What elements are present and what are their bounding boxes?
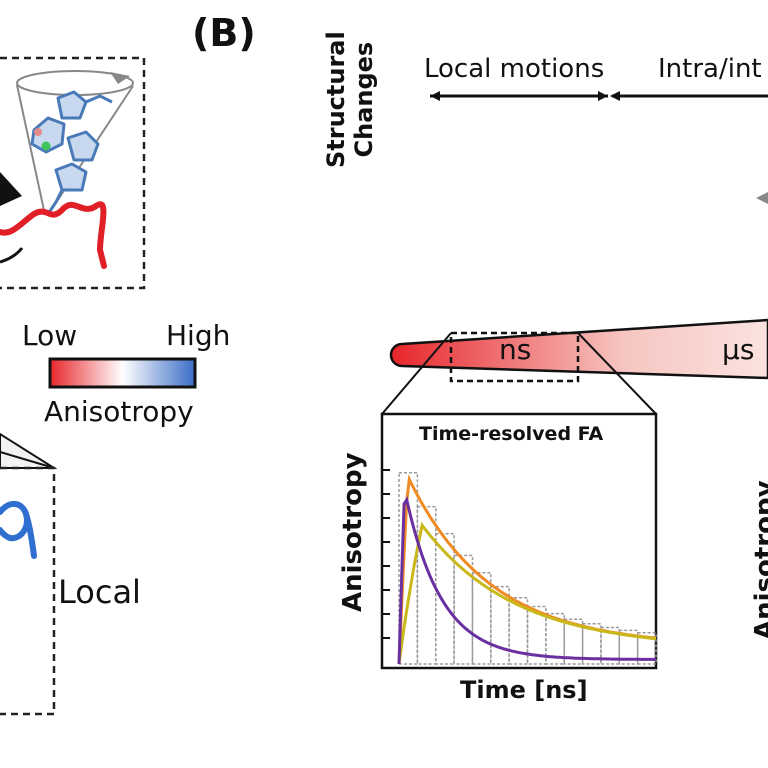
inset-frame [380, 412, 658, 670]
panel-label: (B) [192, 11, 256, 55]
cone-rotation-arrow [110, 72, 130, 84]
y-axis-ticks [382, 469, 390, 639]
zoom-wedge [0, 432, 58, 469]
histogram-bin [563, 618, 584, 665]
molecule-box [0, 56, 146, 290]
fit-curve-yellow [397, 521, 657, 665]
colorbar-title: Anisotropy [44, 395, 194, 428]
local-structure-inset [0, 432, 58, 716]
colorbar-low-label: Low [22, 319, 78, 352]
histogram-bin [434, 532, 455, 665]
cone-left-edge [16, 84, 46, 216]
right-edge-arrow-fragment [756, 192, 768, 204]
timescale-bar [389, 318, 768, 380]
zoom-line-left [381, 332, 452, 415]
local-box [0, 466, 56, 716]
structural-line: Structural [322, 31, 350, 168]
us-label: μs [722, 333, 755, 366]
rotation-arc [0, 247, 24, 264]
histogram-bin [545, 612, 566, 665]
inset-title: Time-resolved FA [419, 423, 604, 445]
local-motions-label: Local motions [424, 54, 605, 84]
intra-inter-label: Intra/int [658, 54, 762, 84]
time-resolved-fa-plot [380, 412, 658, 670]
histogram-bin [581, 623, 602, 665]
structural-changes-label: Structural Changes [322, 31, 378, 168]
histogram-bin [600, 626, 621, 665]
protein-segment-blue [0, 501, 37, 559]
inset-x-axis-label: Time [ns] [460, 676, 588, 704]
ns-zoom-box [449, 331, 580, 383]
ns-label: ns [499, 333, 532, 366]
histogram-bins [398, 472, 657, 665]
histogram-bin [618, 629, 639, 665]
protein-segment-red [0, 201, 107, 269]
zoom-line-right [577, 332, 657, 415]
molecule-inset [0, 56, 146, 290]
colorbar-high-label: High [166, 319, 231, 352]
fluorophore-molecule [30, 90, 113, 215]
right-y-axis-label: Anisotropy [750, 480, 768, 640]
changes-line: Changes [350, 41, 378, 158]
anisotropy-colorbar [48, 357, 197, 389]
rotation-arrow [0, 172, 22, 206]
zoom-line [0, 451, 55, 469]
fit-curve-purple [397, 495, 656, 665]
inset-y-axis-label: Anisotropy [338, 452, 368, 612]
local-label: Local [58, 573, 141, 611]
